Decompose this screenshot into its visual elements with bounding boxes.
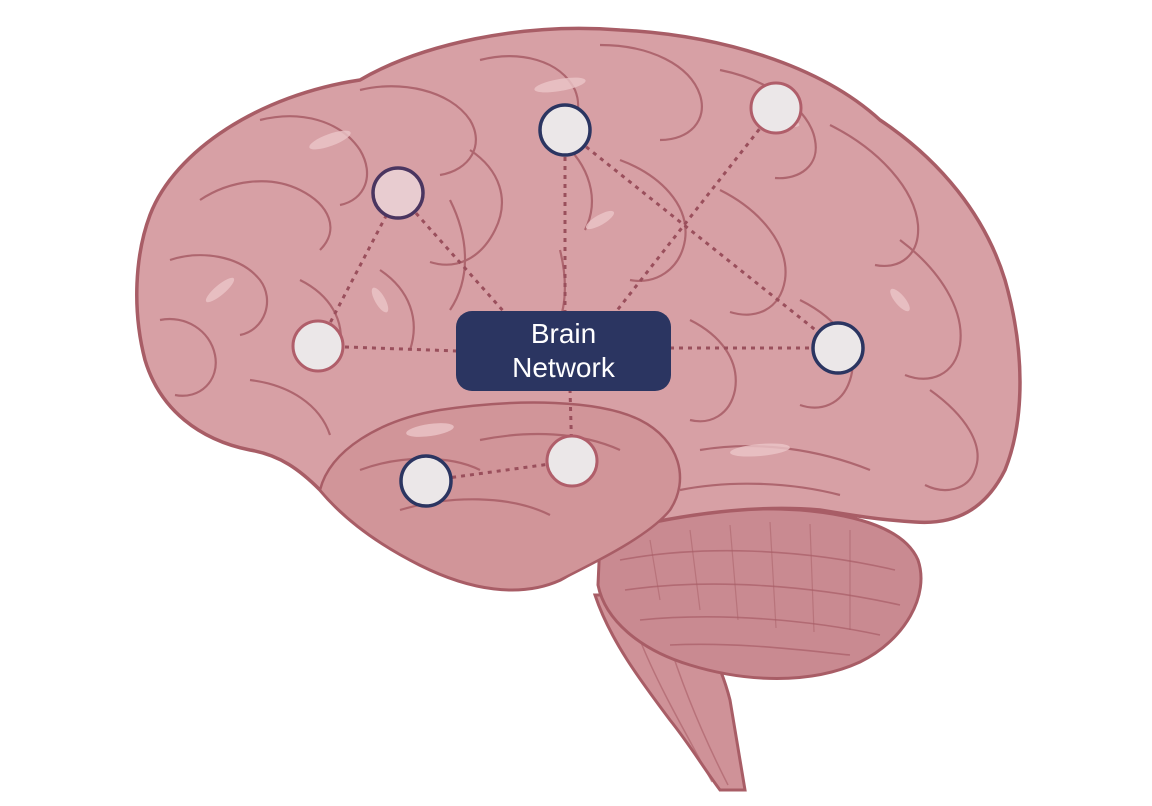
link-top-to-right: [564, 128, 839, 350]
network-nodes: [291, 81, 865, 508]
center-label-line1: Brain: [530, 318, 597, 349]
network-node-icon: [399, 454, 453, 508]
network-node-icon: [371, 166, 425, 220]
center-label-line2: Network: [512, 352, 615, 383]
network-node-icon: [291, 319, 345, 373]
network-node-icon: [749, 81, 803, 135]
center-label-box: Brain Network: [456, 311, 671, 391]
link-center-to-bottom: [568, 388, 574, 462]
network-node-icon: [811, 321, 865, 375]
network-node-icon: [545, 434, 599, 488]
link-upper-right-to-center: [613, 107, 778, 314]
link-bottom-to-lower-left: [425, 459, 573, 483]
network-node-icon: [538, 103, 592, 157]
link-left-to-upper-left: [316, 192, 400, 347]
network-links: [316, 107, 839, 483]
